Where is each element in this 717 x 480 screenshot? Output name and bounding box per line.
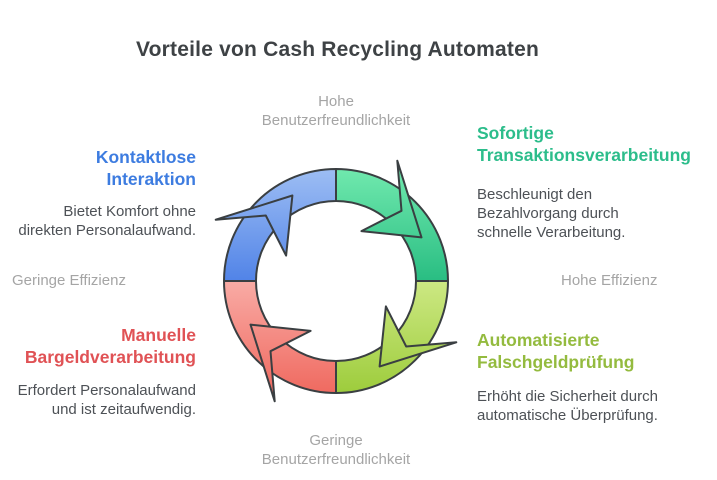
section-body: Bietet Komfort ohne direkten Personalauf… [18,203,196,239]
axis-label-top: Hohe Benutzerfreundlichkeit [261,93,411,129]
axis-label-bottom: Geringe Benutzerfreundlichkeit [261,432,411,468]
section-body: Erfordert Personalaufwand und ist zeitau… [17,382,196,418]
section-automatisierte-falschgeldpruefung: Automatisierte Falschgeldprüfung Erhöht … [477,329,717,425]
section-sofortige-transaktionsverarbeitung: Sofortige Transaktionsverarbeitung Besch… [477,122,717,242]
section-manuelle-bargeldverarbeitung: Manuelle Bargeldverarbeitung Erfordert P… [0,324,196,419]
section-heading: Sofortige Transaktionsverarbeitung [477,123,691,165]
section-heading: Automatisierte Falschgeldprüfung [477,330,635,372]
section-body: Beschleunigt den Bezahlvorgang durch sch… [477,186,626,241]
segment-red-arrowhead [249,323,312,403]
section-heading: Kontaktlose Interaktion [95,147,196,189]
segment-red-arc [223,280,337,394]
section-body: Erhöht die Sicherheit durch automatische… [477,388,658,424]
section-kontaktlose-interaktion: Kontaktlose Interaktion Bietet Komfort o… [0,146,196,240]
segment-green-arrowhead [360,159,423,239]
axis-label-right: Hohe Effizienz [561,272,658,289]
segment-yellowgreen-arrowhead [378,305,458,368]
section-heading: Manuelle Bargeldverarbeitung [24,325,196,367]
axis-label-left: Geringe Effizienz [12,272,126,289]
page-title: Vorteile von Cash Recycling Automaten [136,38,539,61]
cycle-diagram [214,159,458,403]
segment-blue-arrowhead [214,194,294,257]
